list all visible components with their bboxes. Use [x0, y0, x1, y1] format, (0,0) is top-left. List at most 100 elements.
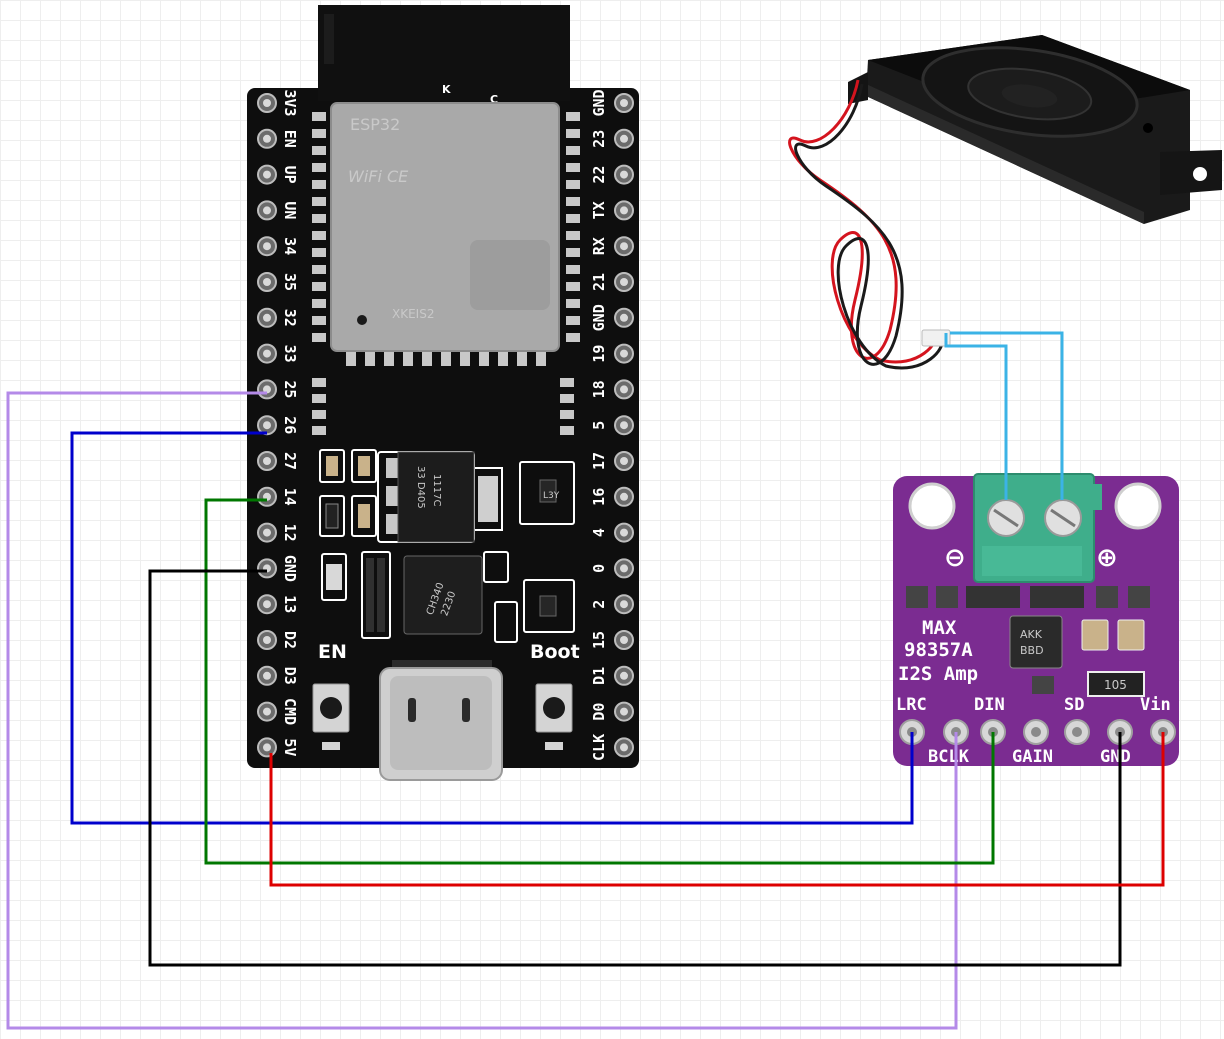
esp32-module-shield — [330, 102, 560, 352]
wires — [6, 331, 1165, 1030]
left-pin-0 — [257, 93, 277, 113]
amp-title-line-2: 98357A — [904, 639, 973, 661]
wire-din — [204, 498, 995, 865]
right-pin-14 — [614, 594, 634, 615]
right-pin-label: 2 — [590, 600, 608, 609]
right-pin-label: 0 — [590, 564, 608, 573]
wire-speaker-plus — [950, 331, 1064, 500]
module-pad — [566, 129, 580, 138]
module-pad — [346, 352, 356, 366]
amp-chip-text-2: BBD — [1020, 644, 1044, 657]
en-button[interactable] — [312, 683, 350, 750]
module-pad — [312, 394, 326, 403]
amp-resistor — [1087, 671, 1145, 697]
en-label: EN — [318, 641, 347, 663]
right-pin-label: D1 — [590, 667, 608, 685]
left-pin-label: 3V3 — [281, 89, 299, 116]
left-pin-label: 26 — [281, 416, 299, 434]
module-pad — [560, 378, 574, 387]
speaker-cable-black — [794, 83, 944, 370]
right-pin-label: 17 — [590, 452, 608, 470]
left-pin-label: 35 — [281, 273, 299, 291]
amp-chip — [1009, 615, 1063, 669]
module-pad — [403, 352, 413, 366]
antenna-mark-c: C — [490, 93, 498, 106]
esp32-antenna-trace — [324, 14, 334, 64]
amp-pin-label-sd: SD — [1064, 695, 1084, 715]
amp-pin-label-gnd: GND — [1100, 747, 1131, 767]
module-mark-code: XKEIS2 — [392, 307, 434, 321]
module-pad — [312, 299, 326, 308]
amp-mount-hole-left — [908, 482, 956, 530]
left-pin-label: CMD — [281, 698, 299, 725]
right-pin-label: TX — [590, 201, 608, 219]
amp-pin-label-gain: GAIN — [1012, 747, 1053, 767]
module-pad — [312, 282, 326, 291]
amp-pin-label-lrc: LRC — [896, 695, 927, 715]
right-pin-11 — [614, 486, 634, 507]
module-pad — [560, 394, 574, 403]
wire-bclk — [70, 431, 914, 825]
speaker-terminal-block — [973, 473, 1102, 583]
left-pin-label: D2 — [281, 631, 299, 649]
amp-board: ⊖ ⊕ AKK BBD 105 MAX 98357A I2S Amp LRC D… — [893, 473, 1179, 767]
left-pin-label: 13 — [281, 595, 299, 613]
wire-speaker-minus — [944, 333, 1008, 500]
right-pin-17 — [614, 701, 634, 722]
module-mark-esp32: ESP32 — [350, 115, 400, 134]
module-pad — [517, 352, 527, 366]
right-pin-label: 16 — [590, 488, 608, 506]
right-pin-15 — [614, 630, 634, 650]
left-pin-3 — [257, 200, 277, 221]
module-pad — [365, 352, 375, 366]
amp-title-line-3: I2S Amp — [898, 663, 978, 685]
left-pin-8 — [257, 379, 277, 400]
module-pad — [566, 163, 580, 172]
left-pin-16 — [257, 665, 277, 686]
module-pad — [312, 180, 326, 189]
left-pin-6 — [257, 307, 277, 328]
left-pin-17 — [257, 701, 277, 722]
left-pin-label: D3 — [281, 667, 299, 685]
right-pin-12 — [614, 522, 634, 543]
transistor-text: L3Y — [543, 491, 560, 501]
right-pin-label: CLK — [590, 734, 608, 761]
right-pin-label: GND — [590, 89, 608, 116]
esp32-antenna — [318, 5, 570, 101]
right-pin-label: 19 — [590, 345, 608, 363]
right-pin-7 — [614, 343, 634, 364]
left-pin-11 — [257, 486, 277, 507]
right-header-pins — [614, 93, 634, 758]
esp32-module-blur — [470, 240, 550, 310]
left-pin-label: 27 — [281, 452, 299, 470]
right-pin-label: 5 — [590, 421, 608, 430]
module-pad — [312, 146, 326, 155]
amp-pin-label-vin: Vin — [1140, 695, 1171, 715]
boot-button[interactable] — [535, 683, 573, 750]
left-pin-14 — [257, 594, 277, 615]
right-pin-label: 15 — [590, 631, 608, 649]
left-pin-5 — [257, 272, 277, 292]
left-pin-label: UN — [281, 201, 299, 219]
esp32-module-dot — [357, 315, 367, 325]
right-pin-9 — [614, 415, 634, 436]
voltage-regulator — [397, 451, 475, 543]
esp32-board: K C ESP32 WiFi CE XKEIS2 3V3ENUPUN343532… — [247, 5, 639, 781]
module-pad — [566, 231, 580, 240]
amp-pin-label-din: DIN — [974, 695, 1005, 715]
right-pin-13 — [614, 558, 634, 579]
module-pad — [312, 214, 326, 223]
onboard-components — [319, 449, 575, 643]
boot-label: Boot — [530, 641, 580, 663]
module-pad — [312, 129, 326, 138]
module-pad — [441, 352, 451, 366]
right-pin-8 — [614, 379, 634, 400]
amp-mount-hole-right — [1114, 482, 1162, 530]
module-pad — [312, 333, 326, 342]
amp-pin-4 — [1064, 719, 1090, 745]
module-mark-wifi: WiFi CE — [348, 167, 409, 186]
usb-c-connector — [379, 660, 503, 781]
module-pad — [560, 410, 574, 419]
module-pad — [312, 410, 326, 419]
right-pin-label: D0 — [590, 703, 608, 721]
